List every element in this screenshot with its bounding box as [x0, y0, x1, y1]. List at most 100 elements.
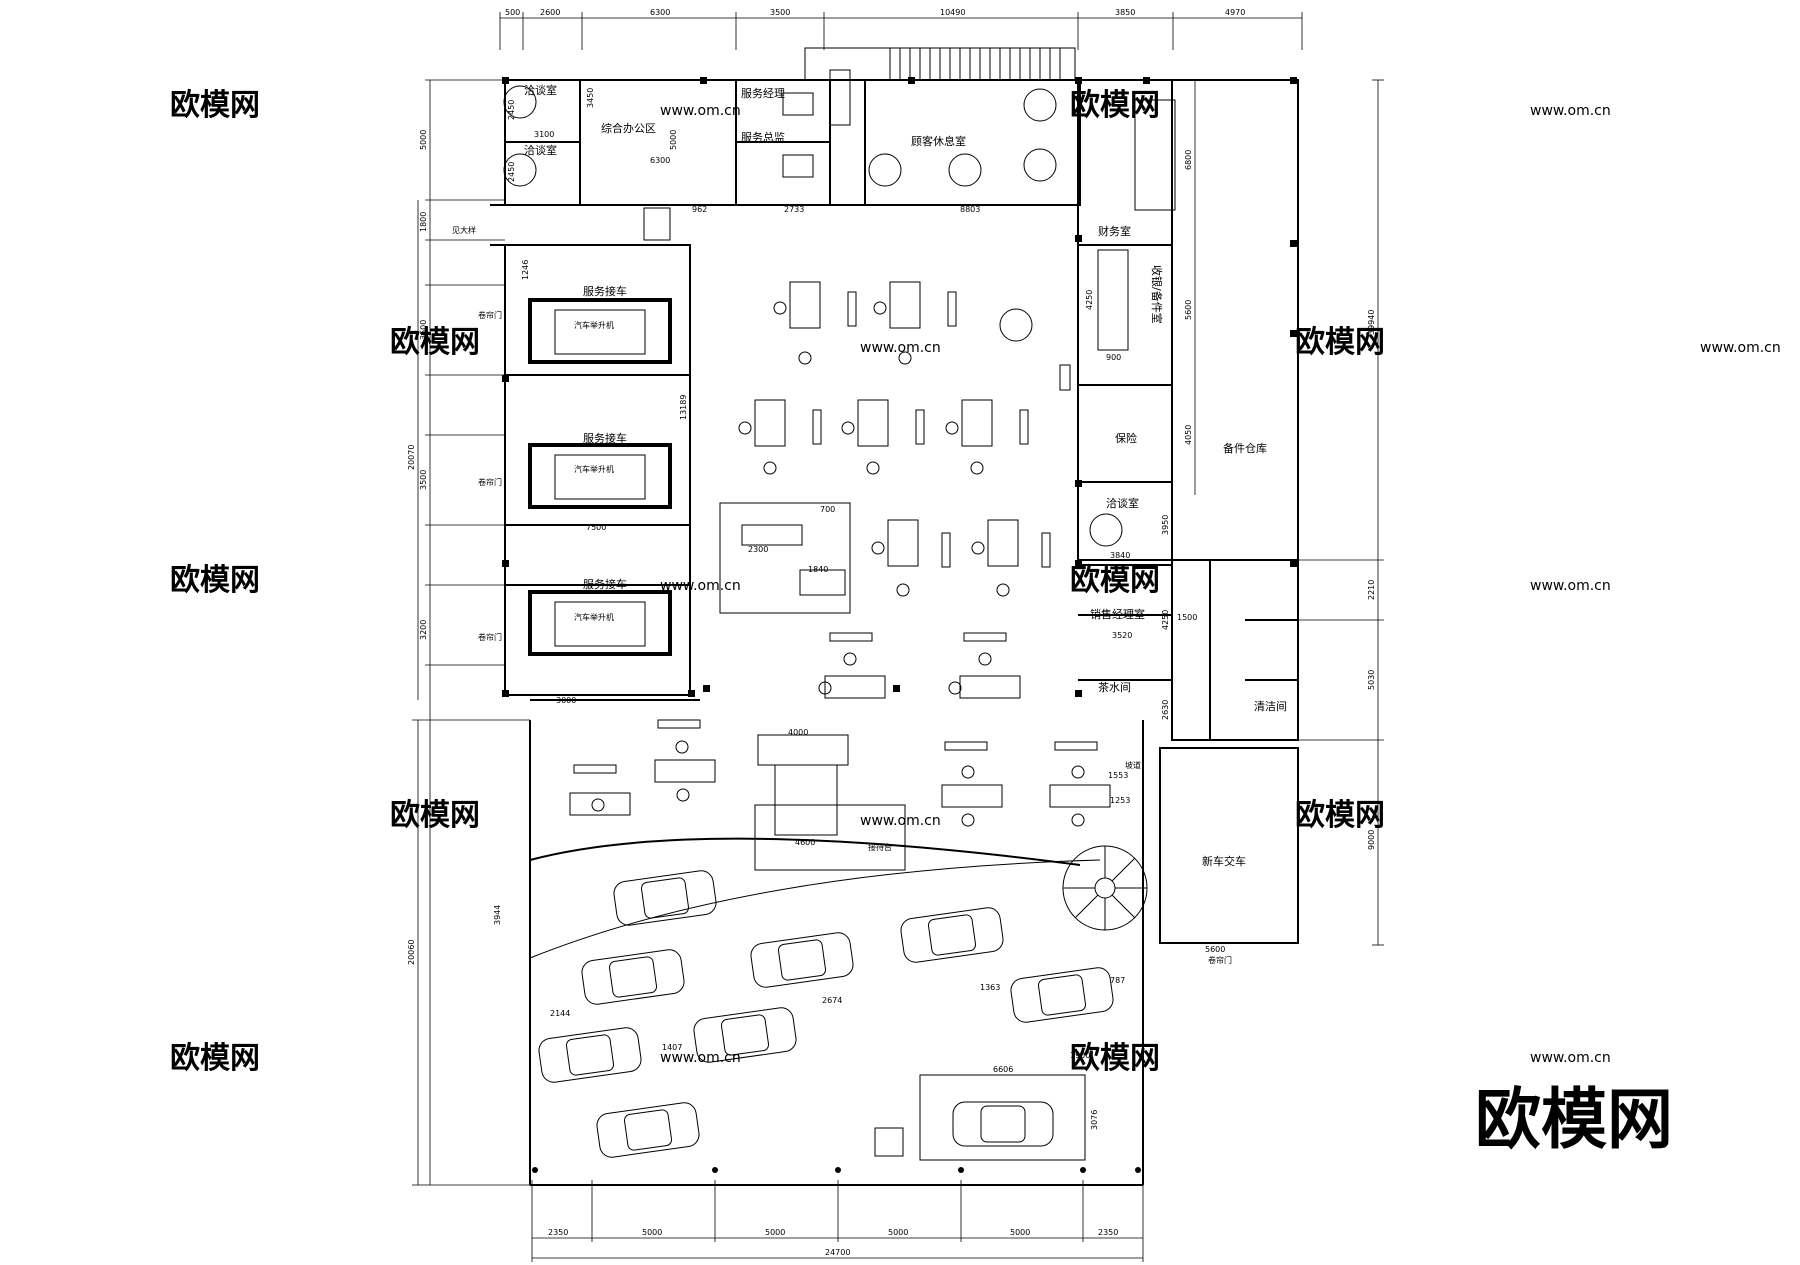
- stair: [643, 48, 1061, 241]
- dim-inner: 4000: [788, 728, 808, 737]
- columns: [502, 77, 1297, 1173]
- dim-right-4: 2210: [1367, 580, 1376, 600]
- dim-inner: 13189: [679, 395, 688, 420]
- dim-inner: 4250: [1161, 610, 1170, 630]
- watermark: 欧模网: [1070, 1041, 1160, 1076]
- room-cashier-parts: 收银/备件室: [1150, 265, 1164, 324]
- service-lifts: 汽车举升机 汽车举升机 汽车举升机: [528, 298, 672, 656]
- dim-inner: 3100: [534, 130, 554, 139]
- dim-left-7: 3944: [493, 905, 502, 925]
- dim-inner: 3450: [586, 88, 595, 108]
- left-dimension-chain: 5000 1800 3500 3500 3200 20070 3944 2006…: [407, 79, 530, 1186]
- dim-inner: 1553: [1108, 771, 1128, 780]
- watermark-url: www.om.cn: [1530, 578, 1611, 594]
- dim-top-4: 3500: [770, 8, 790, 17]
- dim-inner: 4600: [795, 838, 815, 847]
- room-insurance: 保险: [1115, 431, 1137, 445]
- dim-right-3: 4050: [1184, 425, 1193, 445]
- see-detail-label: 见大样: [452, 225, 476, 235]
- inner-dimensions: 2450 3450 3100 2450 6300 5000 962 2733 8…: [507, 88, 1225, 1130]
- dim-top-7: 4970: [1225, 8, 1245, 17]
- furniture: [503, 85, 1176, 871]
- room-tea: 茶水间: [1098, 681, 1131, 694]
- cars: [538, 870, 1114, 1161]
- watermark-url: www.om.cn: [860, 813, 941, 829]
- rolling-door-label: 卷帘门: [478, 632, 502, 642]
- dim-inner: 1840: [808, 565, 828, 574]
- dim-inner: 4250: [1085, 290, 1094, 310]
- dim-right-1: 6800: [1184, 150, 1193, 170]
- watermark: 欧模网: [170, 563, 260, 598]
- brand-logo: 欧模网: [1475, 1081, 1673, 1158]
- dim-right-2: 5600: [1184, 300, 1193, 320]
- dim-left-6: 20070: [407, 445, 416, 470]
- room-finance: 财务室: [1098, 224, 1131, 238]
- dim-top-1: 500: [505, 8, 520, 17]
- dim-top-2: 2600: [540, 8, 560, 17]
- dim-left-1: 5000: [419, 130, 428, 150]
- watermark-url: www.om.cn: [660, 1050, 741, 1066]
- room-service-reception-2: 服务接车: [583, 431, 627, 445]
- dim-inner: 6300: [650, 156, 670, 165]
- dim-inner: 1407: [662, 1043, 682, 1052]
- watermark: 欧模网: [390, 798, 480, 833]
- dim-top-5: 10490: [940, 8, 965, 17]
- room-negotiation-2: 洽谈室: [524, 143, 557, 157]
- watermark-url: www.om.cn: [1530, 103, 1611, 119]
- watermark-url: www.om.cn: [860, 340, 941, 356]
- dim-inner: 3076: [1090, 1110, 1099, 1130]
- rolling-door-label: 卷帘门: [1208, 955, 1232, 965]
- dim-inner: 2450: [507, 100, 516, 120]
- dim-inner: 787: [1110, 976, 1125, 985]
- watermark-url: www.om.cn: [660, 103, 741, 119]
- dim-inner: 2450: [507, 162, 516, 182]
- misc-labels: 卷帘门 卷帘门 卷帘门 卷帘门 见大样 坡道: [452, 225, 1232, 965]
- room-service-manager: 服务经理: [741, 87, 785, 100]
- ramp-label: 坡道: [1125, 760, 1141, 770]
- watermark-layer: 欧模网 www.om.cn 欧模网 www.om.cn 欧模网 www.om.c…: [170, 88, 1781, 1076]
- room-service-director: 服务总监: [741, 130, 785, 144]
- right-dimension-chain: 39940 6800 5600 4050 2210 5030 9000: [1184, 79, 1384, 946]
- dim-right-total: 39940: [1367, 310, 1376, 335]
- rolling-door-label: 卷帘门: [478, 310, 502, 320]
- dim-bottom-6: 2350: [1098, 1228, 1118, 1237]
- room-negotiation-3: 洽谈室: [1106, 496, 1139, 510]
- dim-right-6: 9000: [1367, 830, 1376, 850]
- dim-inner: 1500: [1177, 613, 1197, 622]
- dim-inner: 3520: [1112, 631, 1132, 640]
- watermark: 欧模网: [170, 1041, 260, 1076]
- dim-inner: 962: [692, 205, 707, 214]
- watermark-url: www.om.cn: [1530, 1050, 1611, 1066]
- dim-bottom-5: 5000: [1010, 1228, 1030, 1237]
- dim-bottom-2: 5000: [642, 1228, 662, 1237]
- room-labels: 洽谈室 洽谈室 综合办公区 服务经理 服务总监 顾客休息室 财务室 收银/备件室…: [524, 83, 1287, 868]
- walls: [490, 47, 1299, 1186]
- room-parts-warehouse: 备件仓库: [1223, 441, 1267, 455]
- rolling-door-label: 卷帘门: [478, 477, 502, 487]
- watermark: 欧模网: [1295, 798, 1385, 833]
- dim-left-5: 3200: [419, 620, 428, 640]
- room-service-reception-3: 服务接车: [583, 577, 627, 591]
- dim-inner: 3950: [1161, 515, 1170, 535]
- dim-inner: 1900: [1070, 1051, 1090, 1060]
- dim-inner: 5600: [1205, 945, 1225, 954]
- dim-left-2: 1800: [419, 212, 428, 232]
- dim-inner: 1253: [1110, 796, 1130, 805]
- dim-inner: 5000: [669, 130, 678, 150]
- dim-inner: 2733: [784, 205, 804, 214]
- spiral-stair: [1062, 845, 1148, 931]
- dim-inner: 2144: [550, 1009, 570, 1018]
- top-dimension-chain: 500 2600 6300 3500 10490 3850 4970: [499, 8, 1303, 50]
- reception-desk-label: 接待台: [868, 842, 892, 852]
- dim-inner: 3840: [1110, 551, 1130, 560]
- room-cleaning: 清洁间: [1254, 700, 1287, 713]
- dim-inner: 2674: [822, 996, 842, 1005]
- dim-inner: 8803: [960, 205, 980, 214]
- dim-inner: 2300: [748, 545, 768, 554]
- dim-top-6: 3850: [1115, 8, 1135, 17]
- dim-inner: 1246: [521, 260, 530, 280]
- dim-inner: 700: [820, 505, 835, 514]
- dim-left-8: 20060: [407, 940, 416, 965]
- bottom-dimension-chain: 2350 5000 5000 5000 5000 2350 24700: [531, 1180, 1144, 1262]
